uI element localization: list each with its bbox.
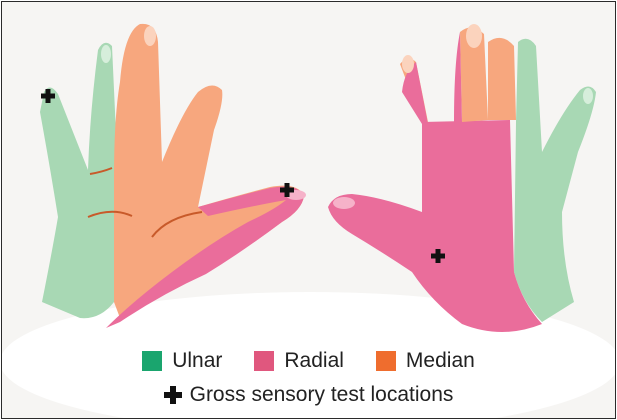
fingernail: [466, 24, 482, 48]
legend-swatch: [254, 351, 274, 371]
legend-item-radial: Radial: [254, 349, 344, 373]
legend-label: Median: [406, 349, 475, 373]
fingernail: [333, 197, 355, 209]
fingernail: [144, 26, 156, 46]
legend-swatch: [376, 351, 396, 371]
legend-label: Radial: [284, 349, 344, 373]
legend: Ulnar Radial Median: [2, 349, 615, 373]
plus-icon: [164, 386, 182, 404]
legend-label: Ulnar: [172, 349, 222, 373]
left-hand: [40, 24, 306, 328]
left-ulnar-region: [40, 43, 118, 318]
marker-label: Gross sensory test locations: [190, 383, 454, 407]
right-ulnar-region: [514, 39, 596, 322]
legend-item-median: Median: [376, 349, 475, 373]
fingernail: [101, 45, 111, 63]
left-median-region: [114, 24, 304, 318]
fingernail: [402, 55, 414, 73]
legend-item-ulnar: Ulnar: [142, 349, 222, 373]
right-radial-fingers: [402, 32, 462, 124]
right-hand: [328, 24, 596, 332]
legend-swatch: [142, 351, 162, 371]
legend-item-marker: Gross sensory test locations: [164, 383, 454, 407]
fingernail: [583, 88, 593, 104]
marker-legend: Gross sensory test locations: [2, 383, 615, 407]
